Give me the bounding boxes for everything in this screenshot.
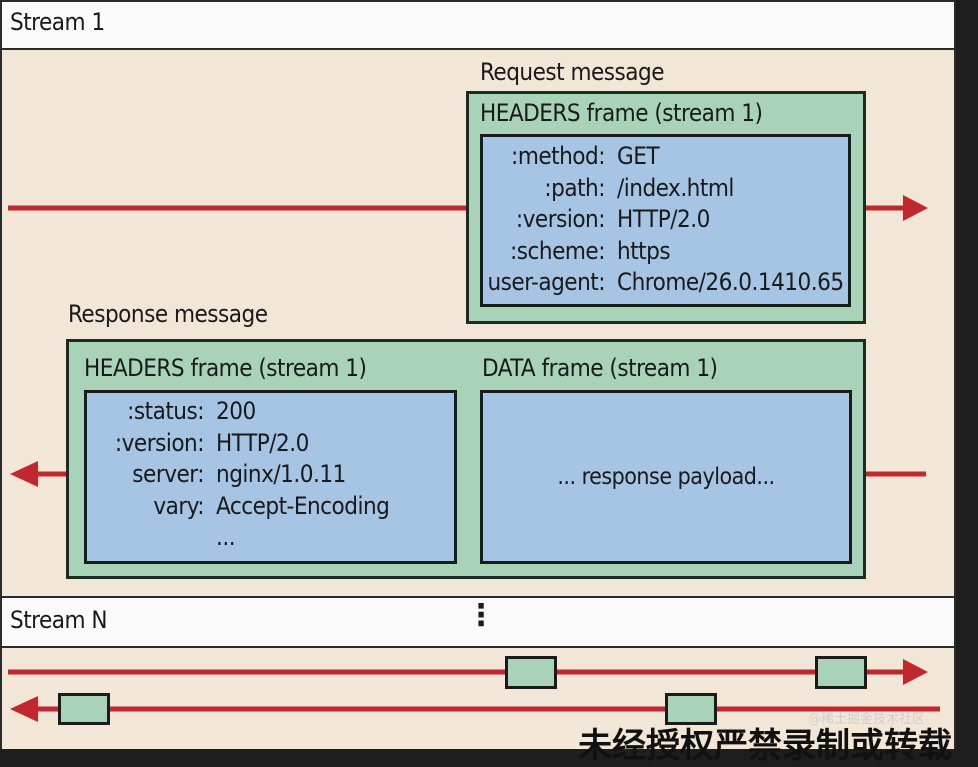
response-data-frame-title: DATA frame (stream 1)	[482, 354, 718, 382]
header-row: :status: 200	[87, 396, 454, 428]
streamN-title: Stream N	[10, 606, 108, 634]
streamN-body	[0, 648, 956, 749]
streamN-arrows	[8, 659, 940, 722]
response-payload: ... response payload...	[557, 464, 775, 490]
header-value: Chrome/26.0.1410.65	[617, 268, 844, 296]
response-message-label: Response message	[68, 300, 268, 328]
header-row: :version: HTTP/2.0	[483, 204, 848, 236]
header-key: :version:	[114, 428, 205, 457]
header-key: :path:	[544, 173, 605, 202]
streamN-top-arrow-head	[903, 659, 928, 685]
header-row: :method: GET	[483, 141, 848, 173]
header-key: server:	[132, 460, 204, 488]
header-value: HTTP/2.0	[617, 205, 710, 233]
streamN-frame-3	[58, 693, 110, 725]
request-headers-box: :method: GET :path: /index.html :version: HTT…	[480, 134, 851, 307]
header-key: user-agent:	[487, 268, 605, 296]
header-value: GET	[617, 142, 660, 170]
request-headers-frame: HEADERS frame (stream 1) :method: GET :pat…	[466, 91, 866, 324]
response-headers-frame-title: HEADERS frame (stream 1)	[84, 354, 367, 382]
header-key: :scheme:	[510, 236, 605, 265]
response-headers-box: :status: 200 :version: HTTP/2.0 server: nginx…	[84, 390, 457, 564]
request-message-label: Request message	[480, 58, 665, 86]
header-value: 200	[216, 397, 256, 425]
watermark-text: @稀土掘金技术社区	[808, 712, 926, 727]
request-arrow-head	[903, 195, 928, 221]
streamN-bottom-arrow-head	[10, 696, 38, 722]
streamN-frame-2	[815, 656, 867, 689]
header-value: nginx/1.0.11	[216, 460, 346, 488]
header-key: :version:	[515, 205, 606, 233]
header-value: /index.html	[617, 173, 734, 202]
request-arrows	[8, 195, 928, 487]
streamN-vertical-ellipsis: ⋮	[466, 598, 496, 633]
header-key: vary:	[153, 491, 204, 520]
header-row: ...	[87, 522, 454, 554]
header-row: user-agent: Chrome/26.0.1410.65	[483, 267, 848, 299]
header-row: vary: Accept-Encoding	[87, 491, 454, 523]
header-key: :method:	[511, 142, 605, 170]
stream1-header: Stream 1	[0, 0, 956, 50]
header-value: HTTP/2.0	[216, 428, 309, 457]
response-frame-container: HEADERS frame (stream 1) DATA frame (str…	[66, 339, 866, 579]
response-data-box: ... response payload...	[480, 390, 852, 564]
streamN-frame-1	[505, 656, 557, 689]
header-row: :path: /index.html	[483, 173, 848, 205]
header-row: :version: HTTP/2.0	[87, 428, 454, 460]
header-row: :scheme: https	[483, 236, 848, 268]
stream1-title: Stream 1	[10, 8, 105, 36]
header-row: server: nginx/1.0.11	[87, 459, 454, 491]
response-arrow-head	[10, 461, 38, 487]
request-headers-frame-title: HEADERS frame (stream 1)	[480, 99, 763, 127]
header-key: :status:	[127, 397, 204, 425]
streamN-header: Stream N ⋮	[0, 596, 956, 648]
bottom-banner-text: 未经授权严禁录制或转载	[578, 726, 952, 766]
header-value: https	[617, 236, 671, 265]
header-value: Accept-Encoding	[216, 491, 390, 520]
streamN-frame-4	[665, 693, 717, 725]
header-value: ...	[216, 523, 236, 551]
